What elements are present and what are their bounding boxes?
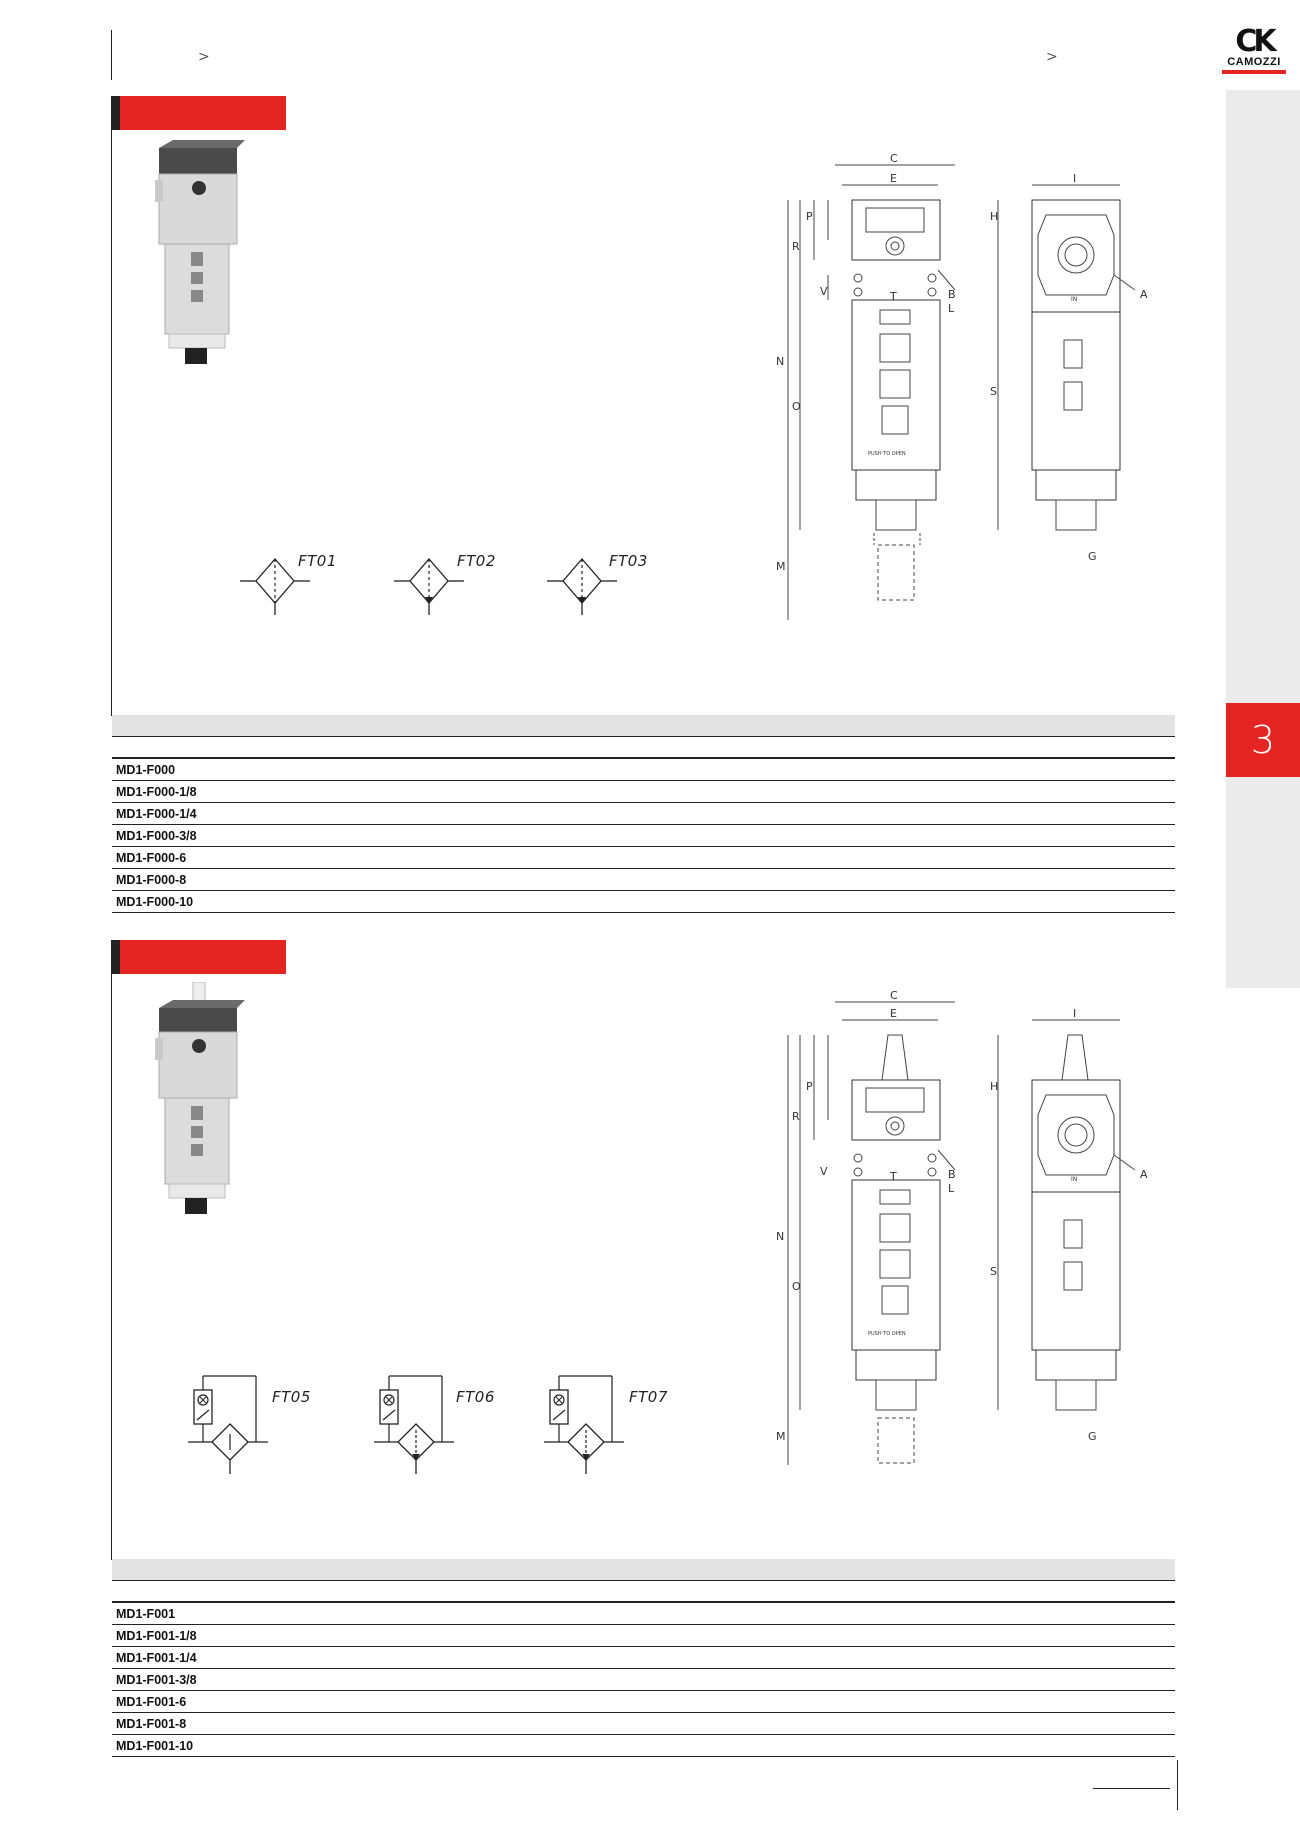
row-code: MD1-F001-8	[112, 1712, 1175, 1735]
camozzi-logo-icon: CK CAMOZZI	[1218, 24, 1290, 74]
logo-name: CAMOZZI	[1227, 56, 1281, 68]
row-code: MD1-F001-1/8	[112, 1624, 1175, 1647]
svg-text:H: H	[990, 210, 998, 223]
svg-text:R: R	[792, 240, 800, 253]
symbol-label: FT02	[457, 552, 496, 570]
svg-text:I: I	[1073, 172, 1076, 185]
table-row[interactable]: MD1-F000	[112, 758, 1175, 781]
svg-text:V: V	[820, 285, 828, 298]
svg-text:S: S	[990, 1265, 997, 1278]
svg-text:I: I	[1073, 1007, 1076, 1020]
svg-text:V: V	[820, 1165, 828, 1178]
table-row[interactable]: MD1-F000-1/4	[112, 802, 1175, 825]
row-code: MD1-F000-6	[112, 846, 1175, 869]
row-code: MD1-F001-3/8	[112, 1668, 1175, 1691]
svg-text:L: L	[948, 302, 955, 315]
filter-symbol-icon	[394, 555, 464, 615]
table-row[interactable]: MD1-F000-1/8	[112, 780, 1175, 803]
svg-text:N: N	[776, 1230, 784, 1243]
filter-symbol-icon	[240, 555, 310, 615]
svg-text:M: M	[776, 560, 786, 573]
svg-text:T: T	[889, 290, 897, 303]
symbol-label: FT03	[609, 552, 648, 570]
chapter-sidebar	[1226, 90, 1300, 988]
svg-text:IN: IN	[1071, 296, 1077, 303]
filter-gauge-symbol-icon	[544, 1370, 624, 1480]
symbol-label: FT06	[456, 1388, 495, 1406]
symbol-label: FT07	[629, 1388, 668, 1406]
table-row[interactable]: MD1-F001-8	[112, 1712, 1175, 1735]
technical-drawing: C E I PUSH TO OPEN IN	[770, 990, 1150, 1470]
technical-drawing: C E I PUSH TO OPEN IN	[770, 150, 1150, 620]
svg-text:PUSH TO OPEN: PUSH TO OPEN	[868, 1331, 906, 1337]
svg-text:O: O	[792, 400, 801, 413]
section1-left-rule	[111, 96, 112, 716]
row-code: MD1-F001-10	[112, 1734, 1175, 1757]
svg-text:E: E	[890, 1007, 897, 1020]
svg-text:R: R	[792, 1110, 800, 1123]
filter-gauge-symbol-icon	[374, 1370, 454, 1480]
table-row[interactable]: MD1-F001-6	[112, 1690, 1175, 1713]
svg-text:S: S	[990, 385, 997, 398]
svg-text:A: A	[1140, 1168, 1148, 1181]
table-row[interactable]: MD1-F001-10	[112, 1734, 1175, 1757]
svg-text:E: E	[890, 172, 897, 185]
row-code: MD1-F001-6	[112, 1690, 1175, 1713]
row-code: MD1-F000	[112, 758, 1175, 781]
svg-text:O: O	[792, 1280, 801, 1293]
table-row[interactable]: MD1-F000-3/8	[112, 824, 1175, 847]
row-code: MD1-F001	[112, 1602, 1175, 1625]
breadcrumb-left[interactable]: >	[198, 49, 210, 65]
svg-text:B: B	[948, 1168, 956, 1181]
section2-left-rule	[111, 940, 112, 1560]
footer-divider	[1177, 1760, 1178, 1810]
row-code: MD1-F000-1/4	[112, 802, 1175, 825]
row-code: MD1-F000-8	[112, 868, 1175, 891]
svg-text:IN: IN	[1071, 1176, 1077, 1183]
logo-underline	[1222, 70, 1286, 74]
logo-mark: CK	[1235, 24, 1276, 59]
svg-text:G: G	[1088, 550, 1097, 563]
row-code: MD1-F000-10	[112, 890, 1175, 913]
table-row[interactable]: MD1-F001	[112, 1602, 1175, 1625]
svg-text:B: B	[948, 288, 956, 301]
svg-text:C: C	[890, 152, 898, 165]
codes-table-1: MD1-F000 MD1-F000-1/8 MD1-F000-1/4 MD1-F…	[112, 715, 1175, 913]
filter-symbol-icon	[547, 555, 617, 615]
chapter-tab[interactable]: 3	[1226, 703, 1300, 777]
codes-table-2: MD1-F001 MD1-F001-1/8 MD1-F001-1/4 MD1-F…	[112, 1559, 1175, 1757]
svg-text:G: G	[1088, 1430, 1097, 1443]
symbol-label: FT01	[298, 552, 337, 570]
svg-text:T: T	[889, 1170, 897, 1183]
table-row[interactable]: MD1-F001-3/8	[112, 1668, 1175, 1691]
section1-title-bar	[112, 96, 286, 130]
svg-text:PUSH TO OPEN: PUSH TO OPEN	[868, 451, 906, 457]
row-code: MD1-F001-1/4	[112, 1646, 1175, 1669]
row-code: MD1-F000-3/8	[112, 824, 1175, 847]
table-row[interactable]: MD1-F001-1/8	[112, 1624, 1175, 1647]
table-row[interactable]: MD1-F000-10	[112, 890, 1175, 913]
svg-text:L: L	[948, 1182, 955, 1195]
row-code: MD1-F000-1/8	[112, 780, 1175, 803]
svg-text:H: H	[990, 1080, 998, 1093]
svg-text:P: P	[806, 1080, 813, 1093]
symbol-label: FT05	[272, 1388, 311, 1406]
svg-text:A: A	[1140, 288, 1148, 301]
svg-text:P: P	[806, 210, 813, 223]
section2-title-bar	[112, 940, 286, 974]
svg-text:C: C	[890, 990, 898, 1002]
table-row[interactable]: MD1-F000-8	[112, 868, 1175, 891]
table-row[interactable]: MD1-F001-1/4	[112, 1646, 1175, 1669]
product-photo	[155, 982, 245, 1217]
svg-text:M: M	[776, 1430, 786, 1443]
product-photo	[155, 140, 245, 370]
filter-gauge-symbol-icon	[188, 1370, 268, 1480]
table-row[interactable]: MD1-F000-6	[112, 846, 1175, 869]
breadcrumb-right[interactable]: >	[1046, 49, 1058, 65]
page-left-rule	[111, 30, 112, 80]
svg-text:N: N	[776, 355, 784, 368]
footer-rule	[1093, 1788, 1170, 1789]
